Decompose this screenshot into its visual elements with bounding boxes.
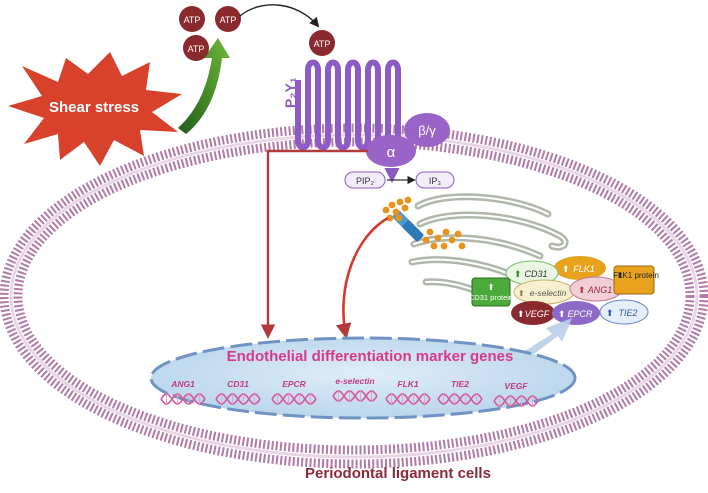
e-selectin-marker: e-selectin ⬆: [513, 279, 575, 305]
cd31-marker: CD31 ⬆: [505, 260, 559, 286]
svg-text:ATP: ATP: [314, 39, 331, 49]
atp-transfer-arrow: [239, 4, 320, 28]
epcr-marker: EPCR ⬆: [552, 301, 600, 325]
green-arrow-icon: [178, 38, 230, 134]
signal-arrow-left: [260, 149, 368, 339]
cell-membrane: [0, 123, 708, 469]
svg-text:⬆: ⬆: [487, 282, 494, 292]
receptor-label: P₂Y₁: [282, 77, 298, 108]
flk1-marker: FLK1 ⬆: [554, 256, 606, 280]
svg-text:β/γ: β/γ: [418, 123, 436, 138]
shear-stress-label: Shear stress: [49, 99, 139, 116]
nucleus: Endothelial differentiation marker genes: [149, 336, 577, 420]
svg-text:CD31: CD31: [524, 269, 547, 279]
translation-arrow-icon: [520, 318, 572, 360]
svg-text:⬆: ⬆: [517, 309, 525, 319]
svg-text:⬆: ⬆: [558, 309, 566, 319]
dna-helix-icon: [437, 393, 483, 405]
vegf-marker: VEGF ⬆: [511, 301, 555, 325]
dna-helix-icon: [160, 393, 206, 405]
svg-text:ATP: ATP: [184, 15, 201, 25]
svg-text:VEGF: VEGF: [525, 309, 550, 319]
calcium-ions: [382, 196, 466, 250]
gene-label: FLK1: [397, 379, 419, 389]
svg-text:⬆: ⬆: [518, 289, 525, 298]
atp-molecule-bound: ATP: [309, 30, 335, 56]
svg-text:IP₃: IP₃: [429, 176, 442, 186]
gene-list: ANG1 CD31 EPCR e-selectin FLK1 TIE2 VEGF: [160, 376, 539, 407]
svg-text:ATP: ATP: [188, 44, 205, 54]
svg-text:EPCR: EPCR: [567, 309, 593, 319]
dna-helix-icon: [271, 393, 317, 405]
svg-text:TIE2: TIE2: [618, 308, 637, 318]
svg-text:FLK1: FLK1: [573, 264, 595, 274]
svg-text:CD31 protein: CD31 protein: [469, 293, 513, 302]
svg-text:⬆: ⬆: [617, 271, 624, 280]
svg-text:⬆: ⬆: [562, 264, 570, 274]
gene-label: EPCR: [282, 379, 306, 389]
tie2-marker: TIE2 ⬆: [599, 299, 649, 325]
svg-text:e-selectin: e-selectin: [530, 288, 567, 298]
gene-label: TIE2: [451, 379, 469, 389]
gene-label: ANG1: [170, 379, 195, 389]
dna-helix-icon: [493, 395, 539, 407]
svg-text:FLK1 protein: FLK1 protein: [613, 271, 659, 280]
flk1-protein-marker: FLK1 protein ⬆: [613, 265, 659, 295]
cell-label: Periodontal ligament cells: [305, 465, 491, 482]
p2y1-receptor: P₂Y₁: [282, 59, 412, 151]
pip2-box: PIP₂: [344, 171, 386, 189]
svg-text:ANG1: ANG1: [587, 285, 613, 295]
gene-label: VEGF: [504, 381, 528, 391]
marker-cluster: FLK1 ⬆ CD31 ⬆ ⬆ CD31 protein e-selectin …: [469, 256, 659, 325]
svg-text:α: α: [387, 144, 396, 161]
svg-text:⬆: ⬆: [514, 269, 522, 279]
atp-molecule: ATP: [179, 6, 205, 32]
atp-molecule: ATP: [183, 35, 209, 61]
cd31-protein-marker: ⬆ CD31 protein: [469, 277, 513, 307]
calcium-signal-arrow: [335, 216, 389, 340]
gene-label: CD31: [227, 379, 249, 389]
g-protein-beta-gamma: β/γ: [404, 113, 450, 147]
dna-helix-icon: [332, 390, 378, 402]
svg-text:⬆: ⬆: [606, 308, 614, 318]
g-protein-alpha: α: [366, 135, 416, 167]
dna-helix-icon: [385, 393, 431, 405]
dna-helix-icon: [215, 393, 261, 405]
ip3-box: IP₃: [415, 171, 455, 189]
svg-text:PIP₂: PIP₂: [356, 176, 375, 186]
shear-stress-burst: Shear stress: [8, 52, 182, 166]
svg-text:ATP: ATP: [220, 15, 237, 25]
svg-text:⬆: ⬆: [578, 285, 586, 295]
nucleus-title: Endothelial differentiation marker genes: [227, 348, 514, 365]
atp-molecule: ATP: [215, 6, 241, 32]
gene-label: e-selectin: [335, 376, 374, 386]
